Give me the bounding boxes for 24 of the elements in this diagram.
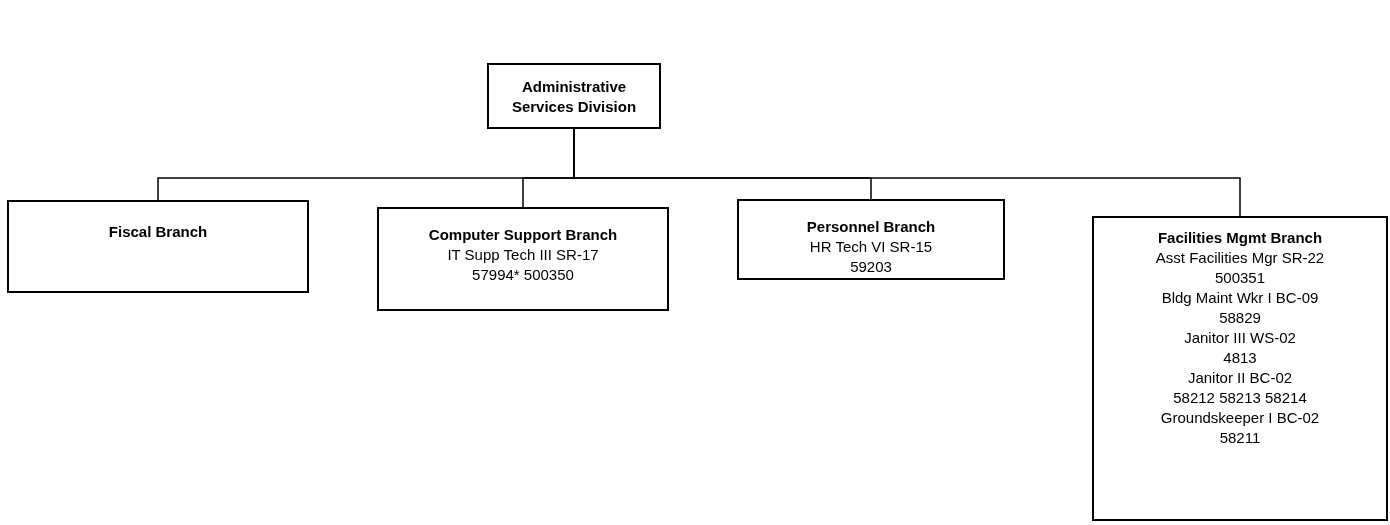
- unit-title: Personnel Branch: [805, 217, 937, 237]
- unit-title: Facilities Mgmt Branch: [1156, 228, 1324, 248]
- position-text: Asst Facilities Mgr SR-22: [1154, 248, 1326, 268]
- branch-box: [377, 207, 669, 311]
- unit-title: Administrative Services Division: [510, 77, 638, 117]
- division-box: [487, 63, 661, 129]
- position-text: HR Tech VI SR-15: [808, 237, 934, 257]
- position-text: 57994* 500350: [471, 265, 575, 285]
- position-text: Janitor II BC-02: [1186, 368, 1294, 388]
- position-text: Groundskeeper I BC-02: [1159, 408, 1321, 428]
- unit-title: Computer Support Branch: [427, 225, 619, 245]
- branch-box: [1092, 216, 1388, 521]
- branch-box: [7, 200, 309, 293]
- position-text: 58211: [1218, 428, 1262, 448]
- unit-title: Fiscal Branch: [107, 222, 209, 242]
- position-text: 4813: [1222, 348, 1258, 368]
- position-text: 58212 58213 58214: [1172, 388, 1308, 408]
- position-text: 59203: [849, 257, 893, 277]
- position-text: IT Supp Tech III SR-17: [446, 245, 600, 265]
- position-text: 500351: [1213, 268, 1267, 288]
- position-text: Bldg Maint Wkr I BC-09: [1160, 288, 1320, 308]
- branch-box: [737, 199, 1005, 280]
- position-text: Janitor III WS-02: [1183, 328, 1297, 348]
- position-text: 58829: [1218, 308, 1262, 328]
